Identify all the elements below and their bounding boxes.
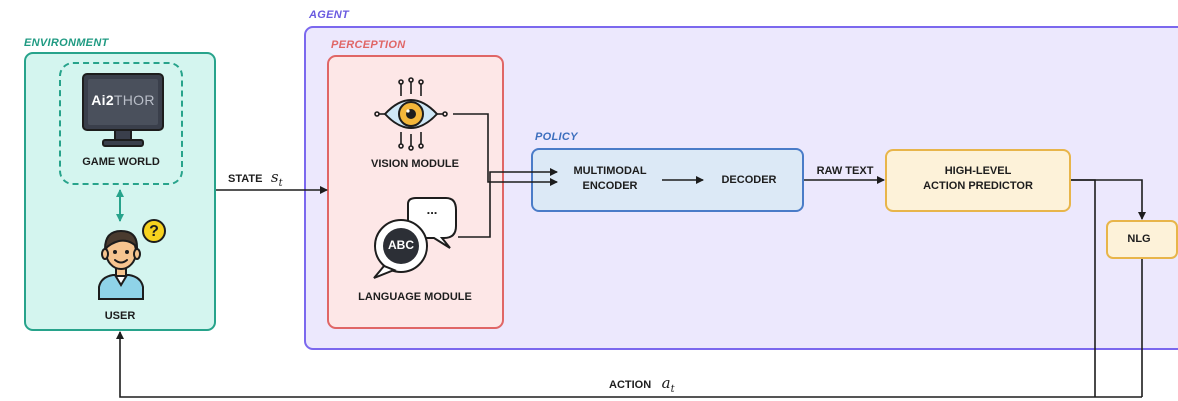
action-t: t xyxy=(670,384,675,395)
perception-label: PERCEPTION xyxy=(331,39,406,51)
action-symbol: at xyxy=(661,374,675,395)
abc-text: ABC xyxy=(388,238,414,252)
nlg-label: NLG xyxy=(1127,233,1151,245)
vision-eye-icon xyxy=(374,77,448,151)
action-predictor-box xyxy=(885,149,1071,212)
nlg-box xyxy=(1106,220,1178,259)
vision-to-encoder-arrow xyxy=(453,113,558,186)
encoder-line1: MULTIMODAL xyxy=(573,165,647,177)
state-text: STATE xyxy=(228,173,263,185)
predictor-line1: HIGH-LEVEL xyxy=(944,165,1012,177)
encoder-line2: ENCODER xyxy=(582,180,638,192)
predictor-to-nlg-arrow xyxy=(1071,179,1146,220)
language-module-label: LANGUAGE MODULE xyxy=(358,291,472,303)
action-predictor-label: HIGH-LEVEL ACTION PREDICTOR xyxy=(890,164,1066,194)
logo-ai2: Ai2 xyxy=(91,92,114,108)
action-text: ACTION xyxy=(609,379,652,391)
ellipsis-text: ... xyxy=(426,202,438,217)
state-symbol: st xyxy=(270,168,283,189)
state-label: STATE st xyxy=(228,168,283,189)
question-bubble: ? xyxy=(142,219,166,243)
state-t: t xyxy=(278,178,283,189)
ai2thor-logo: Ai2THOR xyxy=(88,92,158,108)
policy-label: POLICY xyxy=(535,131,578,143)
predictor-line2: ACTION PREDICTOR xyxy=(923,180,1033,192)
logo-thor: THOR xyxy=(113,92,155,108)
speech-bubbles-icon xyxy=(373,197,457,279)
agent-label: AGENT xyxy=(309,9,349,21)
vision-module-label: VISION MODULE xyxy=(370,158,459,170)
action-a: a xyxy=(661,374,671,392)
language-to-encoder-arrow xyxy=(458,168,558,238)
raw-text-label: RAW TEXT xyxy=(816,165,874,177)
action-label: ACTION at xyxy=(609,374,675,395)
user-icon xyxy=(98,229,144,300)
decoder-label: DECODER xyxy=(721,174,777,186)
monitor-icon xyxy=(82,73,164,147)
user-label: USER xyxy=(104,310,136,322)
multimodal-encoder-label: MULTIMODAL ENCODER xyxy=(558,164,662,194)
action-return-arrow xyxy=(116,331,1142,398)
environment-label: ENVIRONMENT xyxy=(24,37,109,49)
game-world-label: GAME WORLD xyxy=(82,156,160,168)
predictor-action-line xyxy=(1071,179,1096,397)
state-s: s xyxy=(270,168,279,186)
question-mark: ? xyxy=(149,223,159,240)
game-world-box xyxy=(59,62,183,185)
